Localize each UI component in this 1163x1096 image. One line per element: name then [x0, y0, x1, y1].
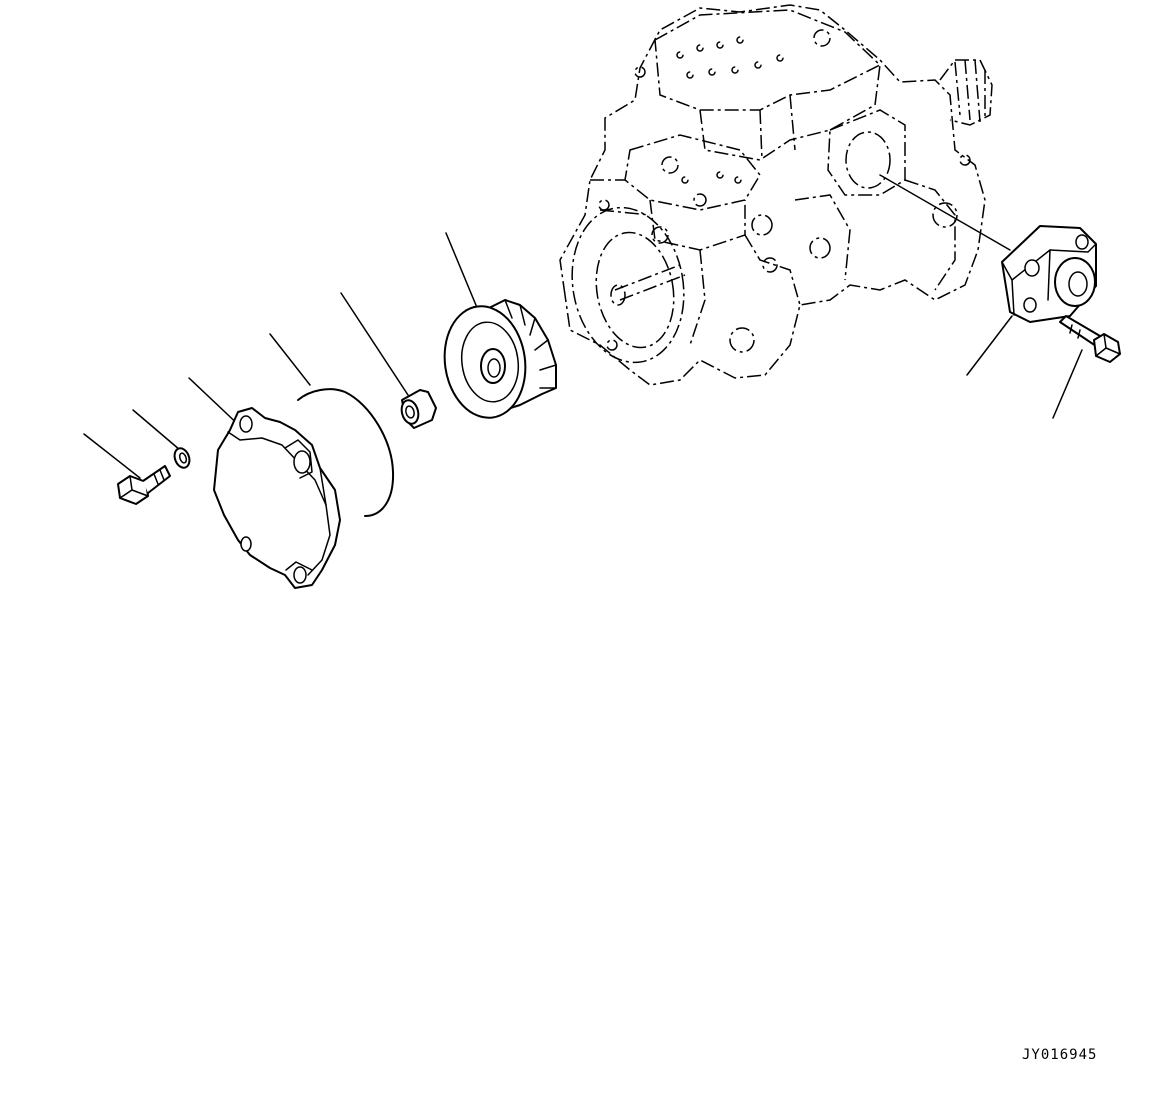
drawing-code-label: JY016945: [1022, 1047, 1098, 1063]
o-ring: [297, 388, 395, 517]
hydraulic-pump-body: [559, 4, 993, 386]
bushing: [400, 389, 437, 429]
cover-plate: [213, 407, 341, 589]
coupling-impeller: [443, 299, 557, 419]
bolt-left: [117, 465, 171, 505]
washer: [173, 447, 191, 469]
flange-right: [1001, 225, 1097, 323]
leader-lines: [83, 174, 1083, 479]
bolt-right: [1059, 315, 1121, 363]
